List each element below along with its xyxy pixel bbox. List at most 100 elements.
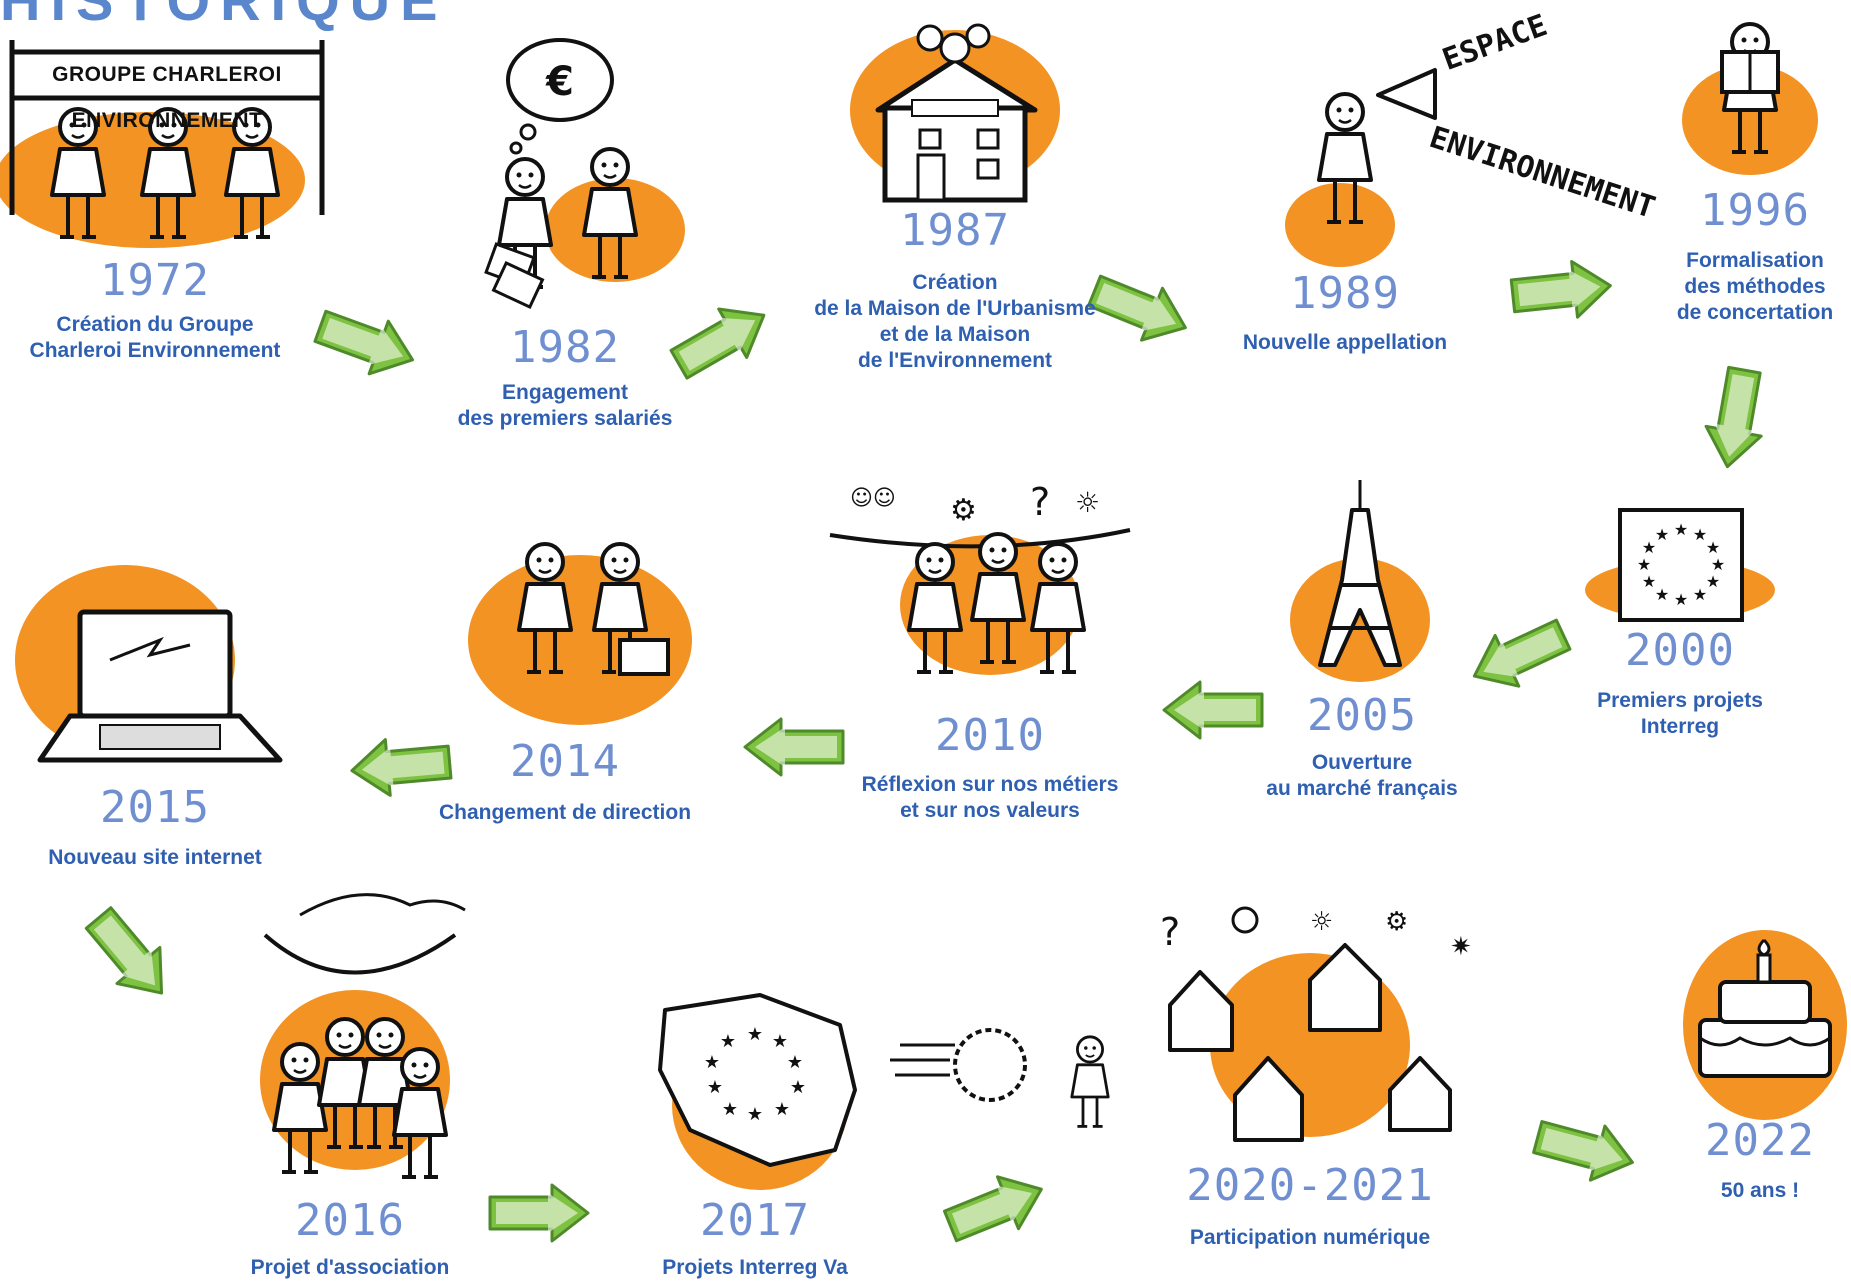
svg-text:★: ★ bbox=[747, 1104, 763, 1125]
svg-text:★: ★ bbox=[1655, 525, 1669, 544]
milestone-caption: 50 ans ! bbox=[1600, 1178, 1851, 1204]
illustration-2014 bbox=[468, 542, 692, 725]
milestone-caption-line: Création du Groupe bbox=[56, 313, 254, 336]
svg-text:★: ★ bbox=[1642, 538, 1656, 557]
illustration-2022 bbox=[1683, 930, 1847, 1120]
svg-text:★: ★ bbox=[1706, 538, 1720, 557]
svg-text:⚙: ⚙ bbox=[950, 493, 977, 528]
illustration-2010: ? ☼ ⚙ ☺☺ bbox=[829, 480, 1131, 675]
svg-text:★: ★ bbox=[747, 1024, 763, 1045]
milestone-caption-line: Ouverture bbox=[1311, 751, 1413, 774]
milestone-caption-line: Interreg bbox=[1640, 715, 1720, 738]
svg-text:★: ★ bbox=[1674, 520, 1688, 539]
milestone-caption-line: Engagement bbox=[501, 381, 629, 404]
svg-text:★: ★ bbox=[707, 1077, 723, 1098]
milestone-year: 2005 bbox=[1307, 690, 1417, 741]
svg-text:☼: ☼ bbox=[1310, 907, 1333, 937]
illustration-1982: € bbox=[484, 38, 685, 310]
svg-text:✷: ✷ bbox=[1450, 932, 1472, 962]
milestone-year: 1972 bbox=[100, 255, 210, 306]
milestone-caption-line: Changement de direction bbox=[438, 801, 692, 824]
milestone-year: 2015 bbox=[100, 782, 210, 833]
milestone-year: 2000 bbox=[1625, 625, 1735, 676]
banner-sign bbox=[9, 49, 325, 101]
arrow-1972-1982 bbox=[309, 298, 424, 388]
svg-text:?: ? bbox=[1030, 480, 1050, 524]
milestone-year: 2020-2021 bbox=[1186, 1160, 1434, 1211]
illustration-1987 bbox=[850, 23, 1060, 203]
milestone-caption: Participation numérique bbox=[1150, 1225, 1470, 1251]
illustration-1972 bbox=[0, 40, 325, 248]
illustration-1996 bbox=[1682, 22, 1818, 175]
svg-text:?: ? bbox=[1160, 910, 1180, 954]
milestone-year: 2022 bbox=[1705, 1115, 1815, 1166]
milestone-caption-line: 50 ans ! bbox=[1720, 1179, 1800, 1202]
milestone-caption: Réflexion sur nos métiers et sur nos vale… bbox=[830, 772, 1150, 824]
milestone-caption-line: Réflexion sur nos métiers bbox=[861, 773, 1119, 796]
milestone-caption-line: Participation numérique bbox=[1189, 1226, 1431, 1249]
arrow-1996-2000 bbox=[1698, 363, 1774, 474]
milestone-caption-line: Projets Interreg Va bbox=[662, 1256, 848, 1279]
banner-label: GROUPE CHARLEROI ENVIRONNEMENT bbox=[52, 63, 282, 132]
milestone-caption-line: Charleroi Environnement bbox=[29, 339, 281, 362]
arrow-2017-2020 bbox=[938, 1161, 1054, 1254]
milestone-year: 2010 bbox=[935, 710, 1045, 761]
svg-text:★: ★ bbox=[1711, 555, 1725, 574]
svg-text:€: € bbox=[545, 59, 574, 105]
svg-text:⚙: ⚙ bbox=[1385, 907, 1408, 937]
svg-text:★: ★ bbox=[722, 1099, 738, 1120]
milestone-year: 1989 bbox=[1290, 268, 1400, 319]
milestone-year: 2017 bbox=[700, 1195, 810, 1246]
milestone-year: 2014 bbox=[510, 736, 620, 787]
milestone-caption-line: et de la Maison bbox=[879, 323, 1031, 346]
milestone-year: 2016 bbox=[295, 1195, 405, 1246]
milestone-caption-line: et sur nos valeurs bbox=[900, 799, 1080, 822]
illustration-2020-2021: ? ☼ ⚙ ✷ bbox=[1160, 906, 1472, 1142]
svg-text:★: ★ bbox=[1642, 572, 1656, 591]
svg-text:★: ★ bbox=[1693, 525, 1707, 544]
milestone-year: 1996 bbox=[1700, 185, 1810, 236]
illustration-2016 bbox=[260, 893, 466, 1179]
milestone-caption: Changement de direction bbox=[405, 800, 725, 826]
milestone-caption-line: de la Maison de l'Urbanisme bbox=[814, 297, 1096, 320]
milestone-caption-line: des méthodes bbox=[1684, 275, 1826, 298]
milestone-caption: Projets Interreg Va bbox=[595, 1255, 915, 1281]
illustration-2005 bbox=[1290, 480, 1430, 682]
svg-text:☺☺: ☺☺ bbox=[850, 486, 896, 511]
illustration-1989 bbox=[1285, 68, 1437, 267]
milestone-caption-line: Création bbox=[912, 271, 998, 294]
milestone-caption-line: au marché français bbox=[1266, 777, 1458, 800]
illustration-2017: ★★★ ★★★ ★★★ ★ bbox=[658, 993, 857, 1190]
svg-text:★: ★ bbox=[704, 1052, 720, 1073]
svg-text:☼: ☼ bbox=[1075, 486, 1100, 519]
milestone-caption-line: de concertation bbox=[1676, 301, 1834, 324]
illustration-covid bbox=[890, 1028, 1110, 1128]
milestone-year: 1982 bbox=[510, 322, 620, 373]
illustration-2015 bbox=[15, 565, 283, 763]
page-title-fragment: HISTORIQUE bbox=[0, 0, 448, 32]
milestone-caption-line: Nouveau site internet bbox=[48, 846, 262, 869]
svg-text:★: ★ bbox=[774, 1099, 790, 1120]
milestone-caption-line: Formalisation bbox=[1686, 249, 1824, 272]
milestone-caption-line: de l'Environnement bbox=[857, 349, 1053, 372]
svg-text:★: ★ bbox=[720, 1031, 736, 1052]
svg-text:★: ★ bbox=[1674, 590, 1688, 609]
milestone-caption: Création de la Maison de l'Urbanisme et de… bbox=[795, 270, 1115, 374]
milestone-caption-line: Nouvelle appellation bbox=[1242, 331, 1448, 354]
milestone-caption: Ouverture au marché français bbox=[1202, 750, 1522, 802]
svg-text:★: ★ bbox=[1693, 585, 1707, 604]
arrow-2015-2016 bbox=[75, 898, 185, 1013]
milestone-caption: Projet d'association bbox=[190, 1255, 510, 1281]
arrow-2016-2017 bbox=[488, 1183, 590, 1243]
svg-text:★: ★ bbox=[1637, 555, 1651, 574]
svg-text:★: ★ bbox=[772, 1031, 788, 1052]
milestone-caption-line: Projet d'association bbox=[250, 1256, 450, 1279]
milestone-year: 1987 bbox=[900, 205, 1010, 256]
milestone-caption: Nouveau site internet bbox=[0, 845, 315, 871]
arrow-2010-2014 bbox=[743, 717, 845, 777]
milestone-caption-line: Premiers projets bbox=[1597, 689, 1763, 712]
illustration-2000: ★★★ ★★★ ★★★ ★★★ bbox=[1585, 508, 1775, 622]
